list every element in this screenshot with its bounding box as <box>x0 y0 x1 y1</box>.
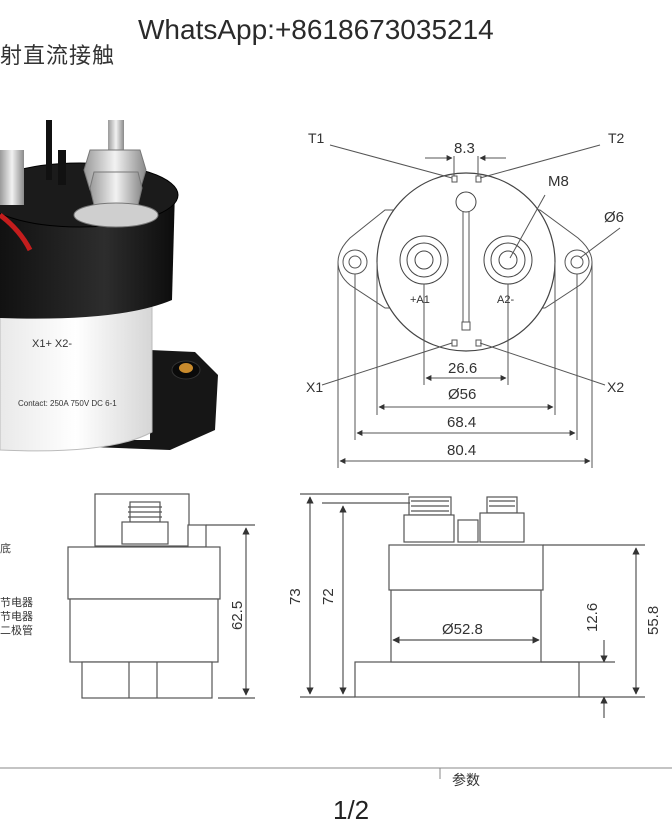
note-line-1: 节电器 <box>0 596 33 609</box>
dim-80-4: 80.4 <box>447 442 476 459</box>
note-line-2: 节电器 <box>0 610 33 623</box>
table-header-fragment: 参数 <box>452 773 480 789</box>
top-view <box>321 144 621 468</box>
photo-contact-text: Contact: 250A 750V DC 6-1 <box>18 399 117 408</box>
dim-8-3: 8.3 <box>454 140 475 157</box>
top-view-labels: T1 T2 X1 X2 8.3 M8 Ø6 +A1 A2- 26.6 Ø56 6… <box>306 130 625 459</box>
dim-52-8: Ø52.8 <box>442 621 483 638</box>
table-border <box>0 767 672 779</box>
dim-72: 72 <box>320 588 337 605</box>
photo-terminal-label: X1+ X2- <box>32 338 72 350</box>
dim-12-6: 12.6 <box>584 603 601 632</box>
label-a1: +A1 <box>410 294 430 306</box>
wiring-notes: 节电器 节电器 二极管 <box>0 596 33 638</box>
label-t1: T1 <box>308 130 325 146</box>
side-view-right <box>300 493 645 718</box>
left-edge-char: 底 <box>0 541 11 555</box>
label-x2: X2 <box>607 379 624 395</box>
dim-26-6: 26.6 <box>448 360 477 377</box>
label-x1: X1 <box>306 379 323 395</box>
side-view-left <box>67 493 255 699</box>
page-indicator: 1/2 <box>333 795 370 825</box>
product-title-cn: 射直流接触 <box>0 44 116 69</box>
dim-68-4: 68.4 <box>447 414 476 431</box>
label-a2: A2- <box>497 294 514 306</box>
whatsapp-contact: WhatsApp:+8618673035214 <box>138 14 494 45</box>
label-hole-6: Ø6 <box>604 209 624 226</box>
note-line-3: 二极管 <box>0 624 33 637</box>
mounting-hole-photo <box>179 363 193 373</box>
dim-56: Ø56 <box>448 386 476 403</box>
dim-73: 73 <box>287 588 304 605</box>
dim-62-5: 62.5 <box>229 601 246 630</box>
dim-55-8: 55.8 <box>645 606 662 635</box>
label-t2: T2 <box>608 130 625 146</box>
contactor-photo: X1+ X2- Contact: 250A 750V DC 6-1 <box>0 120 218 452</box>
label-m8: M8 <box>548 173 569 190</box>
